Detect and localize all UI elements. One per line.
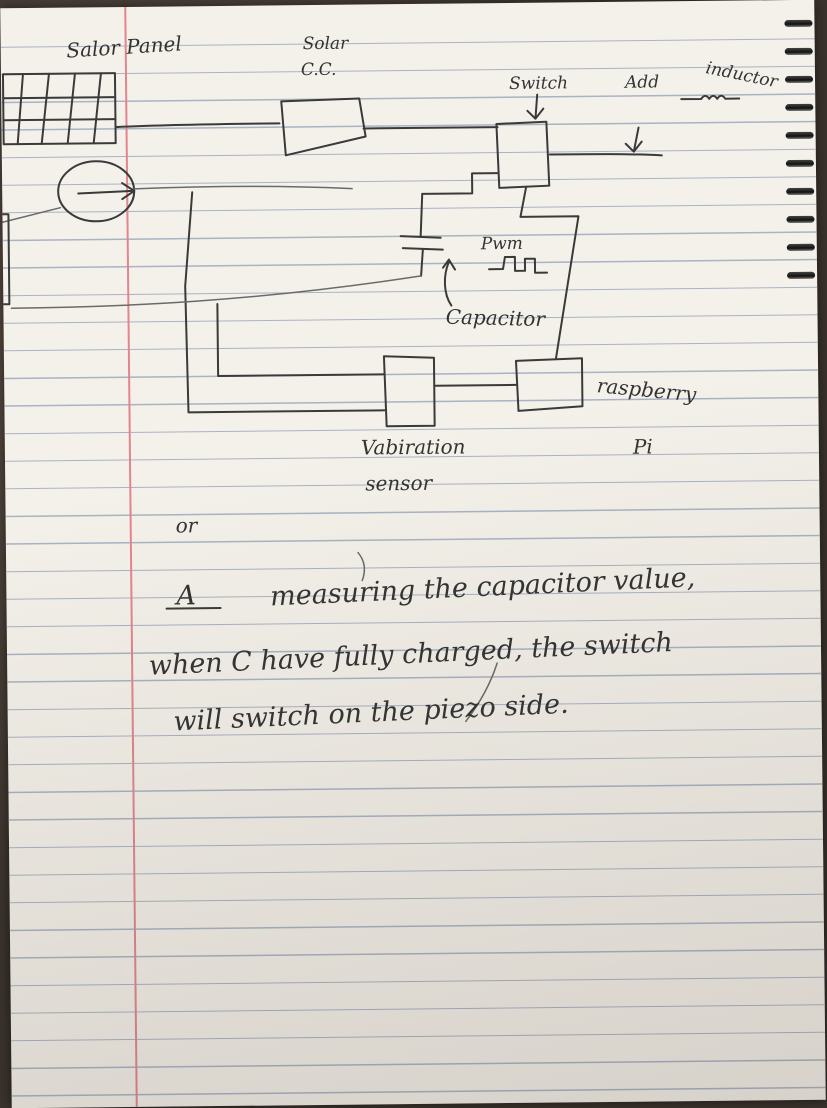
wire-switch-to-pi — [519, 185, 580, 360]
note-line-1: measuring the capacitor value, — [269, 562, 695, 612]
wire-sensor-to-pi — [433, 383, 518, 387]
note-line-3: will switch on the piezo side. — [173, 689, 569, 738]
wire-piezo-to-switch — [133, 185, 353, 190]
label-solar-panel: Salor Panel — [66, 31, 183, 62]
wire-panel-to-cc — [114, 122, 281, 129]
wire-left-bracket — [1, 213, 11, 306]
wire-switch-output — [548, 153, 663, 157]
note-line-2: when C have fully charged, the switch — [148, 627, 673, 682]
pen-squiggle — [465, 662, 498, 723]
solar-cc-box — [280, 97, 367, 157]
wire-cc-to-switch — [362, 126, 499, 130]
raspberry-pi-box — [514, 357, 584, 412]
label-switch: Switch — [509, 73, 568, 94]
wire-left-bus — [184, 191, 386, 414]
capacitor-symbol — [399, 192, 444, 277]
switch-box — [495, 120, 551, 189]
label-solar-cc-2: C.C. — [301, 60, 337, 80]
solar-panel-symbol — [1, 72, 117, 146]
label-pi: Pi — [632, 434, 653, 458]
note-or: or — [176, 513, 199, 537]
inductor-symbol — [680, 94, 741, 101]
pen-squiggle — [357, 551, 366, 582]
label-inductor: inductor — [704, 58, 780, 92]
label-capacitor: Capacitor — [445, 305, 546, 331]
strikethrough — [165, 607, 222, 610]
capacitor-pointer — [442, 258, 457, 307]
label-solar-cc-1: Solar — [303, 34, 350, 54]
note-struck-a: A — [173, 580, 196, 611]
label-vibration: Vabiration — [361, 434, 466, 459]
wire-to-capacitor — [10, 275, 422, 309]
label-sensor: sensor — [365, 471, 434, 496]
label-raspberry: raspberry — [596, 373, 698, 406]
vibration-sensor-box — [382, 355, 436, 428]
wire-cap-to-switch — [421, 172, 500, 195]
wire-left-input — [1, 206, 62, 224]
wire-inner-loop — [216, 303, 386, 378]
add-arrow — [624, 126, 643, 153]
piezo-generator-symbol — [57, 160, 136, 223]
label-add: Add — [623, 72, 659, 92]
label-pwm: Pwm — [480, 234, 523, 254]
switch-arrow — [526, 93, 545, 120]
pwm-waveform — [488, 255, 549, 274]
